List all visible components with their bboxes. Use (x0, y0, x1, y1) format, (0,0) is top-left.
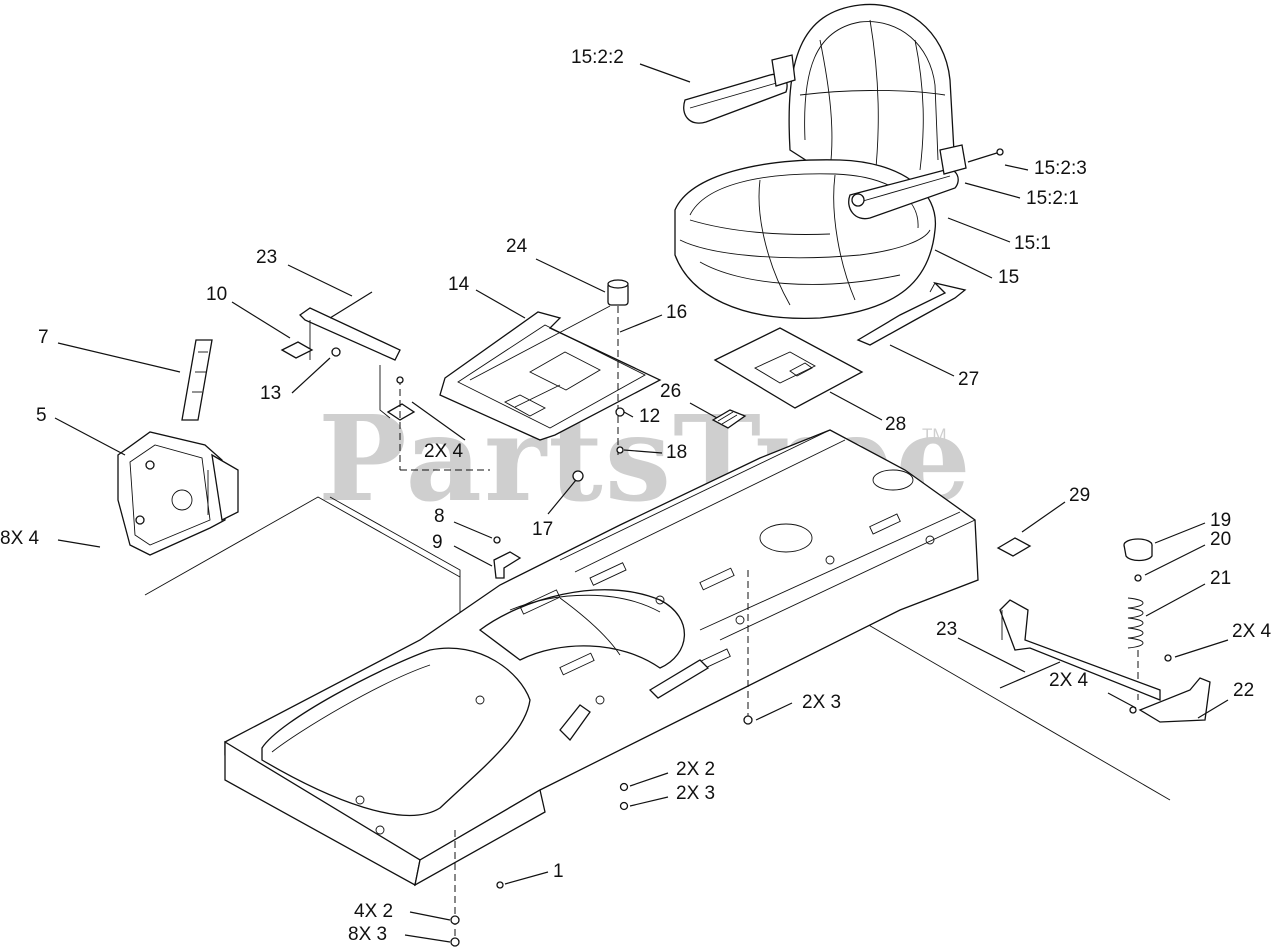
callout-17: 17 (532, 519, 554, 540)
callout-2x3-low: 2X 3 (676, 783, 716, 804)
callout-19: 19 (1210, 510, 1232, 531)
leader-lines (54, 63, 1229, 943)
callout-18: 18 (666, 442, 688, 463)
main-frame (224, 429, 979, 947)
callout-2x2: 2X 2 (676, 759, 716, 780)
callout-29: 29 (1069, 485, 1091, 506)
callout-13: 13 (260, 383, 282, 404)
callout-7: 7 (38, 327, 49, 348)
callout-2x3-mid: 2X 3 (802, 692, 842, 713)
callout-15-2-1: 15:2:1 (1026, 188, 1079, 209)
bracket-10 (280, 291, 490, 471)
right-assembly (996, 537, 1211, 723)
callout-24: 24 (506, 236, 528, 257)
callout-22: 22 (1233, 680, 1255, 701)
callout-1: 1 (553, 861, 564, 882)
callout-14: 14 (448, 274, 470, 295)
callout-12: 12 (639, 406, 661, 427)
callout-8x3: 8X 3 (348, 924, 388, 945)
callout-28: 28 (885, 414, 907, 435)
callout-26: 26 (660, 381, 682, 402)
callout-8x4: 8X 4 (0, 528, 40, 549)
callout-15-1: 15:1 (1014, 233, 1051, 254)
watermark-trademark: TM (922, 425, 947, 444)
callout-21: 21 (1210, 568, 1232, 589)
callout-23-right: 23 (936, 619, 958, 640)
callout-27: 27 (958, 369, 980, 390)
seat-assembly (674, 3, 1004, 320)
callout-2x4-left: 2X 4 (424, 441, 464, 462)
callout-15-2-2: 15:2:2 (571, 47, 624, 68)
callout-4x2: 4X 2 (354, 901, 394, 922)
callout-2x4-right: 2X 4 (1232, 621, 1272, 642)
part-7-and-5 (117, 339, 239, 556)
callout-10: 10 (206, 284, 228, 305)
callout-23-top: 23 (256, 247, 278, 268)
callout-20: 20 (1210, 529, 1232, 550)
callout-16: 16 (666, 302, 688, 323)
callout-8: 8 (434, 506, 445, 527)
callout-2x4-center: 2X 4 (1049, 670, 1089, 691)
callout-9: 9 (432, 532, 443, 553)
callout-15-2-3: 15:2:3 (1034, 158, 1087, 179)
callout-5: 5 (36, 405, 47, 426)
callout-15: 15 (998, 267, 1020, 288)
seat-plates (439, 279, 967, 482)
